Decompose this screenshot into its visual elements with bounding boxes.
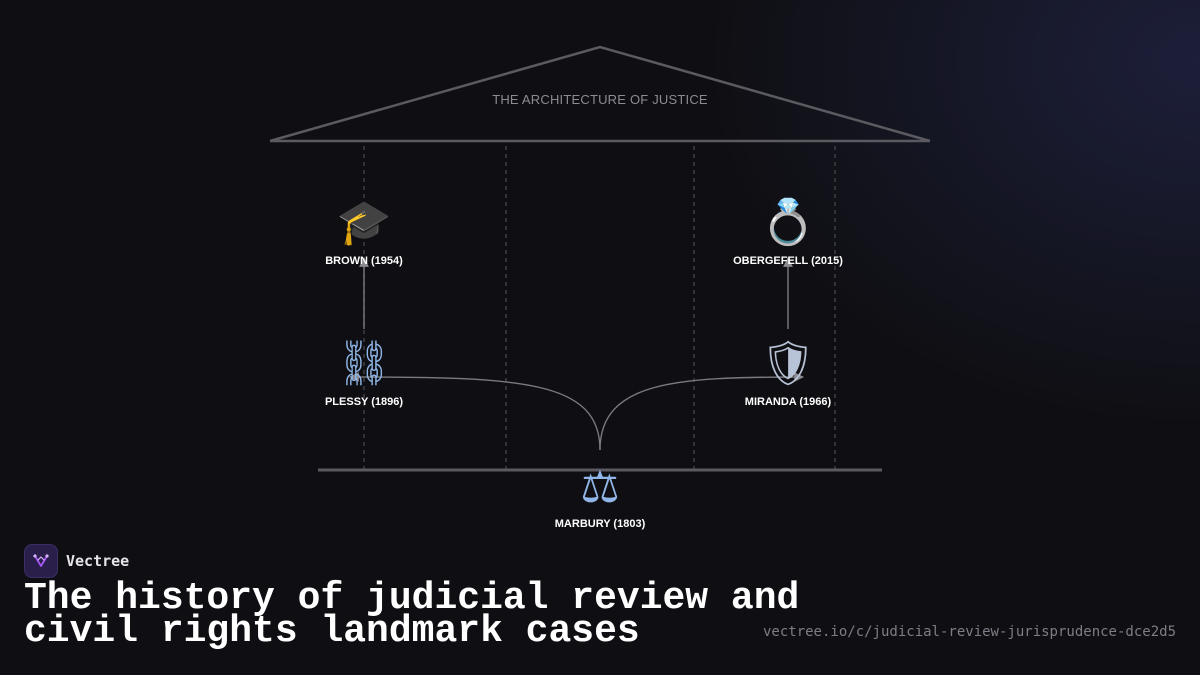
node-label-miranda: MIRANDA (1966) (745, 396, 832, 408)
node-label-obergefell: OBERGEFELL (2015) (733, 255, 843, 267)
node-label-brown: BROWN (1954) (325, 255, 403, 267)
edge-marbury-plessy (349, 372, 601, 451)
brand: Vectree (24, 544, 129, 578)
node-marbury: ⚖ MARBURY (1803) (555, 462, 646, 530)
node-plessy: ⛓ PLESSY (1896) (325, 338, 403, 408)
edge-marbury-miranda (599, 372, 804, 451)
brand-name: Vectree (66, 552, 130, 570)
diagram-edges (349, 257, 804, 451)
scales-icon: ⚖ (580, 462, 619, 513)
temple-columns (363, 146, 836, 470)
source-url: vectree.io/c/judicial-review-jurispruden… (762, 624, 1176, 640)
node-label-plessy: PLESSY (1896) (325, 396, 403, 408)
temple-roof (269, 45, 931, 143)
tree-logo-icon (33, 554, 49, 567)
shield-icon: 🛡 (760, 338, 816, 389)
diagram-title: THE ARCHITECTURE OF JUSTICE (492, 92, 708, 107)
node-brown: 🎓 BROWN (1954) (325, 197, 403, 267)
node-label-marbury: MARBURY (1803) (555, 518, 646, 530)
chains-icon: ⛓ (336, 338, 392, 389)
node-miranda: 🛡 MIRANDA (1966) (745, 338, 832, 408)
graduation-cap-icon: 🎓 (337, 197, 392, 248)
ring-icon: 💍 (761, 197, 816, 248)
vectree-logo-icon (24, 544, 58, 578)
page-title: The history of judicial review and civil… (24, 577, 800, 653)
node-obergefell: 💍 OBERGEFELL (2015) (733, 197, 843, 267)
